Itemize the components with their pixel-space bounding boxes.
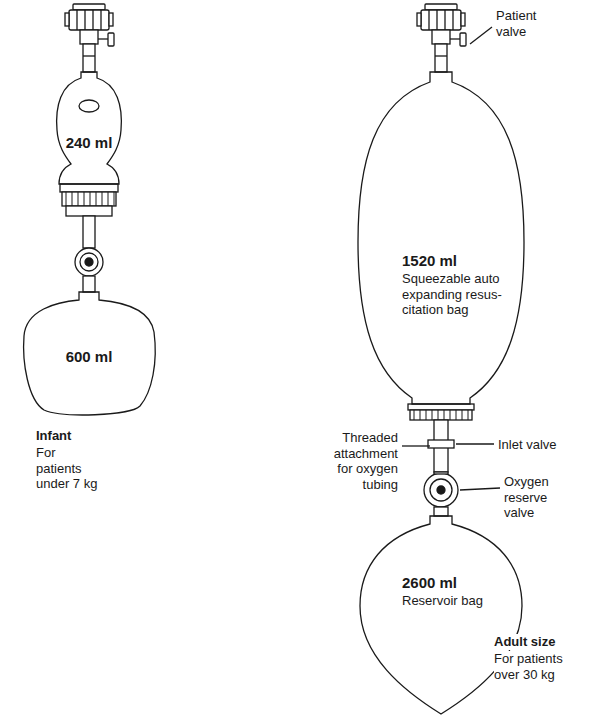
part-label: Inlet valve	[498, 437, 594, 453]
part-label: Oxygen reserve valve	[504, 474, 566, 521]
adult-patient-valve	[417, 4, 466, 72]
bag-description: Reservoir bag	[402, 593, 512, 609]
part-label: Infant	[36, 428, 116, 444]
bulb-window	[79, 100, 99, 112]
bag-description: Squeezable auto expanding resus- citatio…	[402, 271, 514, 318]
bag-outline	[358, 516, 524, 714]
bag-outline	[55, 72, 123, 184]
bag-shape: 600 ml	[22, 292, 156, 418]
part-label: Threaded attachment for oxygen tubing	[318, 430, 398, 492]
volume-value: 600 ml	[39, 348, 139, 366]
part-label: For patients under 7 kg	[36, 445, 104, 492]
part-label: Patient valve	[496, 8, 556, 39]
adult-connector	[408, 404, 474, 516]
infant-patient-valve	[65, 4, 114, 72]
infant-connector	[60, 184, 118, 292]
bag-outline	[358, 72, 524, 404]
volume-value: 240 ml	[59, 134, 119, 152]
bag-shape: 1520 mlSqueezable auto expanding resus- …	[358, 72, 524, 404]
part-label: For patients over 30 kg	[494, 651, 578, 682]
volume-value: 2600 ml	[402, 574, 512, 592]
volume-value: 1520 ml	[402, 252, 514, 270]
bag-shape: 2600 mlReservoir bag	[358, 516, 524, 714]
bag-shape: 240 ml	[55, 72, 123, 184]
part-label: Adult size	[494, 634, 590, 650]
